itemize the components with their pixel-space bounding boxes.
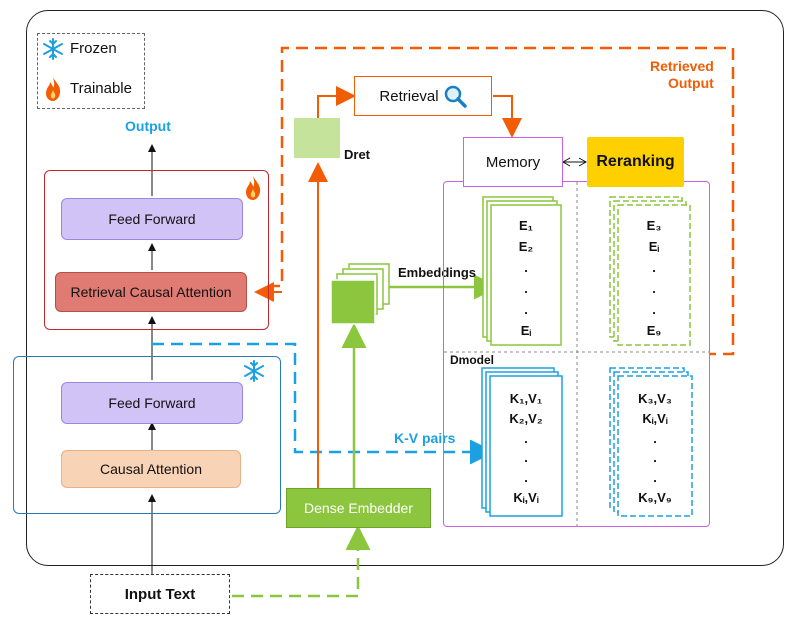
retrieval-box: Retrieval [354, 76, 492, 116]
embedding-cell: E₁ [518, 218, 534, 233]
retrieval-transformer-block [44, 170, 269, 330]
kv-cell: K₂,V₂ [509, 410, 543, 426]
snowflake-icon [42, 38, 64, 60]
embedding-cell: E₃ [646, 218, 662, 233]
magnifier-icon [443, 84, 467, 108]
kv-pairs-label: K-V pairs [394, 430, 456, 446]
kv-column-right: K₃,V₃ Kᵢ,Vᵢ . . . K₉,V₉ [622, 392, 688, 504]
kv-column-left: K₁,V₁ K₂,V₂ . . . Kᵢ,Vᵢ [494, 392, 558, 504]
embedding-cell: . [652, 260, 656, 275]
reranking-box: Reranking [587, 137, 684, 187]
flame-icon [44, 76, 62, 102]
dmodel-box [443, 181, 710, 527]
feed-forward-upper: Feed Forward [61, 198, 243, 240]
kv-cell: K₃,V₃ [638, 391, 672, 406]
output-label: Output [125, 118, 171, 134]
dret-label: Dret [344, 147, 371, 162]
kv-cell: K₁,V₁ [509, 391, 543, 406]
embeddings-label: Embeddings [398, 265, 477, 280]
embedding-cell: Eᵢ [520, 323, 532, 338]
retrieval-causal-attention: Retrieval Causal Attention [55, 272, 247, 312]
kv-cell: . [524, 430, 528, 446]
kv-cell: . [524, 470, 528, 486]
kv-cell: K₉,V₉ [638, 489, 672, 505]
embedding-cell: . [524, 260, 528, 275]
kv-cell: Kᵢ,Vᵢ [642, 410, 668, 426]
embedding-cell: . [652, 281, 656, 296]
kv-cell: . [653, 450, 657, 466]
embedding-cell: E₂ [518, 239, 534, 254]
dense-embedder-box: Dense Embedder [286, 488, 431, 528]
embedding-column-right: E₃ Eᵢ . . . E₉ [622, 219, 686, 337]
embedding-cell: Eᵢ [648, 239, 660, 254]
retrieval-label: Retrieval [379, 87, 439, 105]
causal-attention: Causal Attention [61, 450, 241, 488]
kv-cell: . [524, 450, 528, 466]
embedding-cell: . [652, 302, 656, 317]
dret-block [294, 118, 340, 158]
embedding-cell: E₉ [646, 323, 662, 338]
feed-forward-lower: Feed Forward [61, 382, 243, 424]
kv-cell: . [653, 470, 657, 486]
legend-trainable-label: Trainable [70, 80, 132, 97]
frozen-transformer-block [13, 356, 281, 514]
outer-frame [26, 10, 784, 566]
input-text-box: Input Text [90, 574, 230, 614]
retrieved-output-label: Retrieved Output [650, 58, 714, 91]
flame-badge-icon [244, 175, 262, 201]
memory-box: Memory [463, 137, 563, 187]
dmodel-label: Dmodel [450, 353, 495, 367]
snowflake-badge-icon [243, 360, 265, 382]
embedding-cell: . [524, 281, 528, 296]
embedding-column-left: E₁ E₂ . . . Eᵢ [495, 219, 557, 337]
legend [37, 33, 145, 109]
kv-cell: . [653, 430, 657, 446]
legend-frozen-label: Frozen [70, 40, 117, 57]
embedding-cell: . [524, 302, 528, 317]
kv-cell: Kᵢ,Vᵢ [513, 489, 539, 505]
